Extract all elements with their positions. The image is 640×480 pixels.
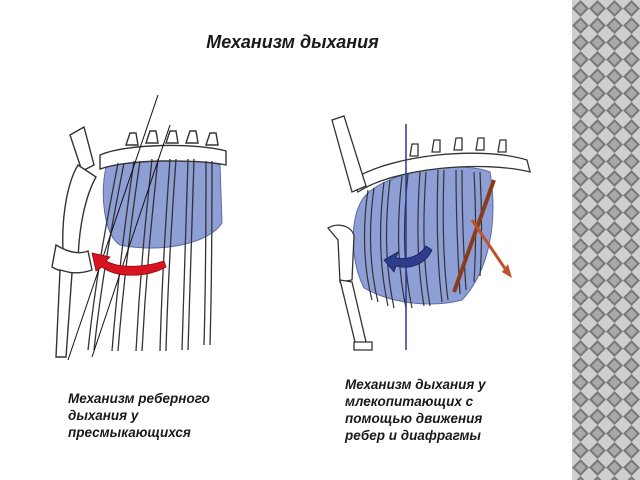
reptile-guide-line-a xyxy=(67,95,159,361)
mammal-caption-line: Механизм дыхания у xyxy=(345,377,486,392)
reptile-spine xyxy=(99,130,227,170)
reptile-caption-line: Механизм реберного xyxy=(68,391,210,406)
mammal-spine xyxy=(351,137,531,193)
reptile-forelimb xyxy=(51,125,97,358)
rib-movement-arrows xyxy=(452,179,512,293)
mammal-caption-line: ребер и диафрагмы xyxy=(345,428,481,443)
mammal-caption: Механизм дыхания у млекопитающих с помощ… xyxy=(345,376,560,444)
mammal-caption-line: помощью движения xyxy=(345,411,483,426)
mammal-breathing-arrow xyxy=(383,245,433,273)
reptile-ribcage-diagram xyxy=(51,95,227,361)
decorative-pattern-strip xyxy=(572,0,640,480)
reptile-caption: Механизм реберного дыхания у пресмыкающи… xyxy=(68,390,298,441)
reptile-caption-line: дыхания у xyxy=(68,408,139,423)
reptile-breathing-arrow xyxy=(91,252,167,276)
reptile-guide-line-b xyxy=(91,124,171,358)
reptile-caption-line: пресмыкающихся xyxy=(68,425,191,440)
mammal-forelimb xyxy=(327,115,373,351)
mammal-caption-line: млекопитающих с xyxy=(345,394,474,409)
mammal-ribs xyxy=(363,169,483,309)
slide-title: Механизм дыхания xyxy=(206,32,379,52)
mammal-ribcage-diagram xyxy=(327,115,531,351)
